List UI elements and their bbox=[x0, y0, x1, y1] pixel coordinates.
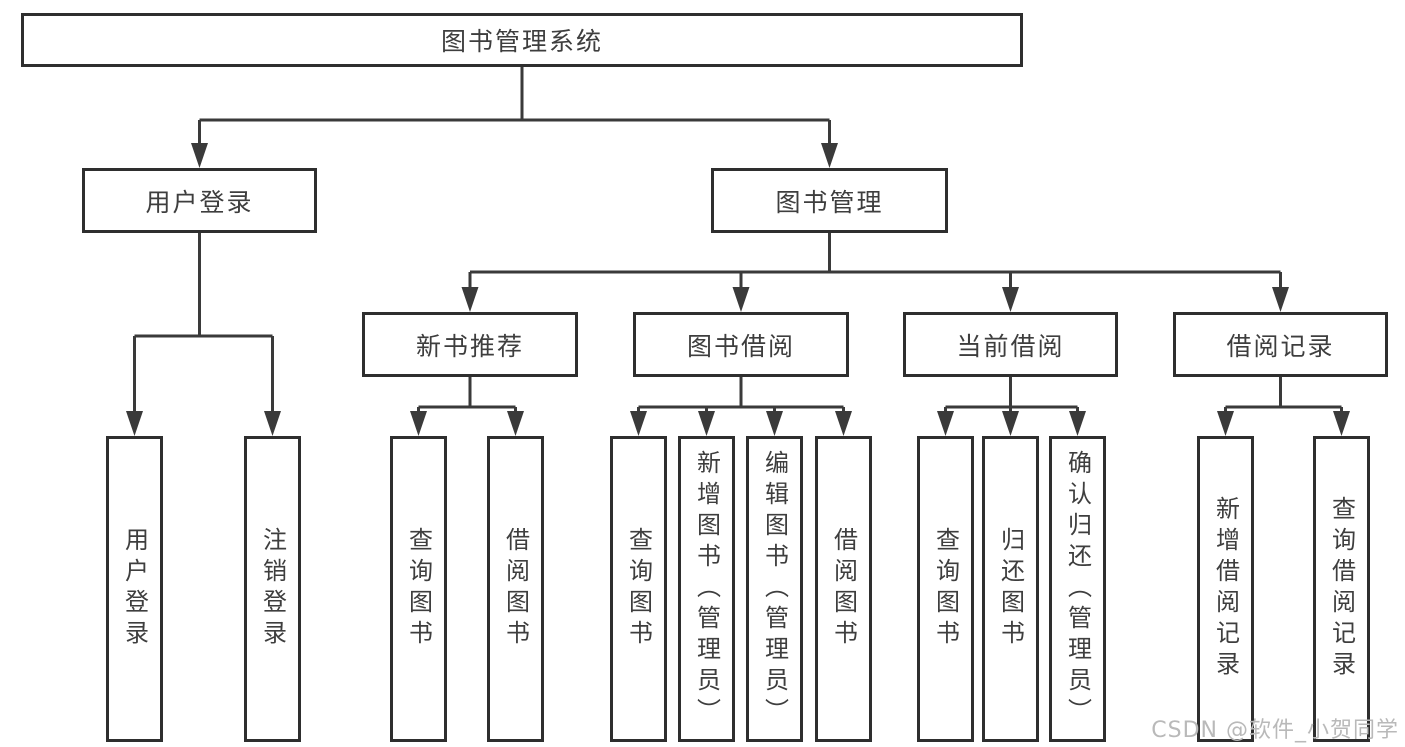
leaf-current-return-books: 归还图书 bbox=[982, 436, 1039, 742]
leaf-borrowing-edit-books-admin-label: 编辑图书（管理员） bbox=[760, 449, 789, 729]
connector-root-to-level2 bbox=[198, 67, 831, 145]
leaf-recommend-query-books-label: 查询图书 bbox=[404, 527, 433, 651]
leaf-records-add-record: 新增借阅记录 bbox=[1197, 436, 1254, 742]
connector-user-login-children bbox=[133, 233, 274, 414]
leaf-current-query-books-label: 查询图书 bbox=[931, 527, 960, 651]
leaf-recommend-borrow-books-label: 借阅图书 bbox=[501, 527, 530, 651]
leaf-borrowing-borrow-books-label: 借阅图书 bbox=[829, 527, 858, 651]
node-book-borrowing: 图书借阅 bbox=[633, 312, 849, 377]
leaf-records-query-record: 查询借阅记录 bbox=[1313, 436, 1370, 742]
leaf-recommend-query-books: 查询图书 bbox=[390, 436, 447, 742]
leaf-current-return-books-label: 归还图书 bbox=[996, 527, 1025, 651]
node-borrowing-records: 借阅记录 bbox=[1173, 312, 1388, 377]
leaf-borrowing-borrow-books: 借阅图书 bbox=[815, 436, 872, 742]
leaf-logout: 注销登录 bbox=[244, 436, 301, 742]
node-book-management: 图书管理 bbox=[711, 168, 948, 233]
connector-borrowing-records-children bbox=[1224, 377, 1343, 414]
connector-book-borrowing-children bbox=[637, 377, 845, 414]
node-book-borrowing-label: 图书借阅 bbox=[686, 331, 795, 361]
node-new-book-recommend-label: 新书推荐 bbox=[415, 331, 524, 361]
leaf-recommend-borrow-books: 借阅图书 bbox=[487, 436, 544, 742]
node-book-management-label: 图书管理 bbox=[775, 187, 884, 217]
leaf-current-confirm-return-admin-label: 确认归还（管理员） bbox=[1063, 449, 1092, 729]
node-current-borrowing-label: 当前借阅 bbox=[956, 331, 1065, 361]
node-new-book-recommend: 新书推荐 bbox=[362, 312, 578, 377]
connector-current-borrowing-children bbox=[944, 377, 1079, 414]
leaf-borrowing-query-books-label: 查询图书 bbox=[624, 527, 653, 651]
leaf-borrowing-add-books-admin: 新增图书（管理员） bbox=[678, 436, 735, 742]
node-user-login: 用户登录 bbox=[82, 168, 317, 233]
node-current-borrowing: 当前借阅 bbox=[903, 312, 1118, 377]
leaf-user-login-label: 用户登录 bbox=[120, 527, 149, 651]
leaf-borrowing-add-books-admin-label: 新增图书（管理员） bbox=[692, 449, 721, 729]
leaf-logout-label: 注销登录 bbox=[258, 527, 287, 651]
leaf-current-confirm-return-admin: 确认归还（管理员） bbox=[1049, 436, 1106, 742]
leaf-borrowing-edit-books-admin: 编辑图书（管理员） bbox=[746, 436, 803, 742]
connector-book-management-children bbox=[468, 233, 1282, 290]
leaf-borrowing-query-books: 查询图书 bbox=[610, 436, 667, 742]
node-borrowing-records-label: 借阅记录 bbox=[1226, 331, 1335, 361]
node-user-login-label: 用户登录 bbox=[145, 187, 254, 217]
leaf-current-query-books: 查询图书 bbox=[917, 436, 974, 742]
leaf-records-query-record-label: 查询借阅记录 bbox=[1327, 496, 1356, 682]
leaf-records-add-record-label: 新增借阅记录 bbox=[1211, 496, 1240, 682]
connector-new-book-children bbox=[417, 377, 517, 414]
node-library-system: 图书管理系统 bbox=[21, 13, 1023, 67]
node-library-system-label: 图书管理系统 bbox=[440, 27, 603, 56]
leaf-user-login: 用户登录 bbox=[106, 436, 163, 742]
csdn-watermark: CSDN @软件_小贺同学 bbox=[1151, 718, 1399, 743]
